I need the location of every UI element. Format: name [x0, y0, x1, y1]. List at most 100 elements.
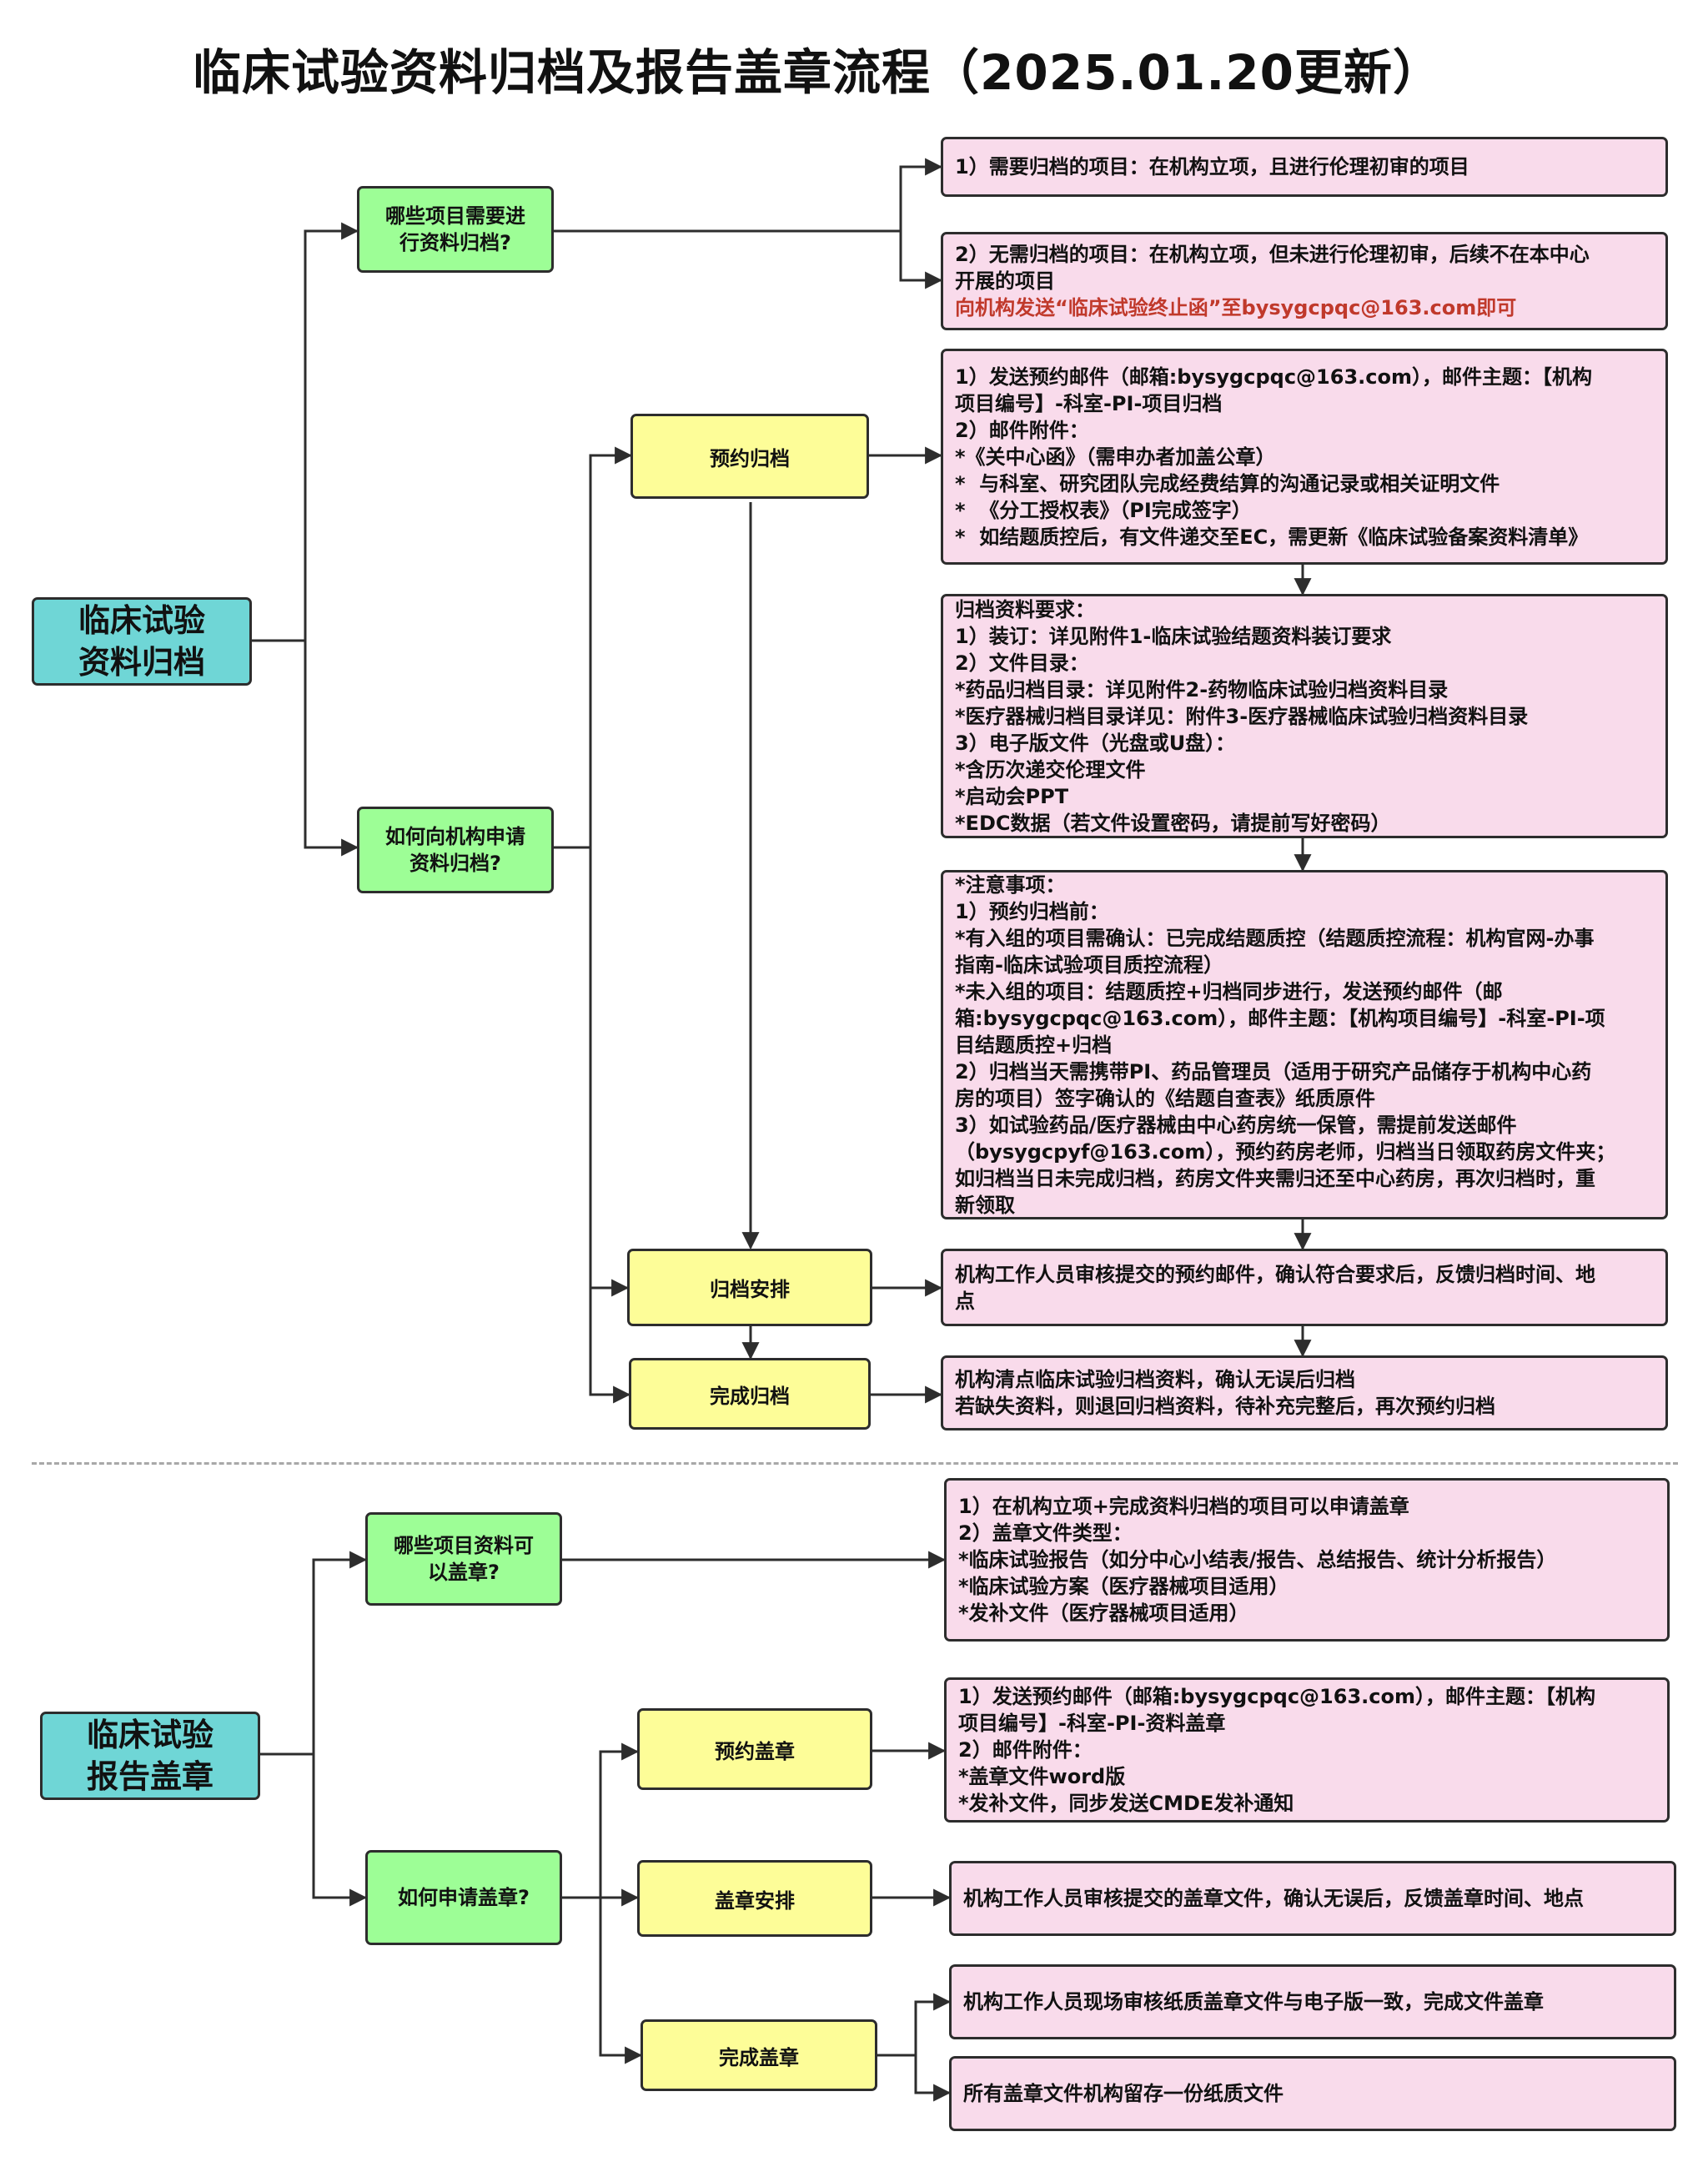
- info-line: *发补文件（医疗器械项目适用）: [958, 1601, 1249, 1625]
- connector-root-q2: [304, 641, 359, 857]
- info-line: 1）在机构立项+完成资料归档的项目可以申请盖章: [958, 1495, 1409, 1518]
- connector-q1-info2: [899, 231, 943, 289]
- info-line: 2）文件目录：: [955, 651, 1089, 675]
- info-line: 1）发送预约邮件（邮箱:bysygcpqc@163.com），邮件主题：【机构: [958, 1685, 1595, 1708]
- connector-seal-q2-step3: [599, 1898, 643, 2064]
- seal-root-line: 报告盖章: [86, 1758, 214, 1795]
- archive-which-projects-node: 哪些项目需要进行资料归档?: [357, 186, 554, 273]
- info-line: *含历次递交伦理文件: [955, 757, 1146, 782]
- node-line: 如何向机构申请: [385, 825, 525, 848]
- info-line: 3）电子版文件（光盘或U盘）：: [955, 731, 1236, 755]
- seal-eligibility-info: 1）在机构立项+完成资料归档的项目可以申请盖章 2）盖章文件类型： *临床试验报…: [944, 1478, 1670, 1642]
- seal-retain-copy-info: 所有盖章文件机构留存一份纸质文件: [949, 2056, 1676, 2131]
- info-line: （bysygcpyf@163.com），预约药房老师，归档当日领取药房文件夹；: [955, 1139, 1616, 1164]
- info-line: *药品归档目录：详见附件2-药物临床试验归档资料目录: [955, 677, 1449, 701]
- termination-letter-note: 向机构发送“临床试验终止函”至bysygcpqc@163.com即可: [955, 296, 1517, 319]
- step-label: 预约盖章: [715, 1739, 795, 1763]
- info-line: *盖章文件word版: [958, 1765, 1126, 1788]
- seal-step-complete: 完成盖章: [640, 2019, 877, 2091]
- info-line: 项目编号】-科室-PI-项目归档: [955, 391, 1223, 415]
- connector-seal-q2-step1: [562, 1742, 640, 1899]
- info-line: 点: [955, 1289, 975, 1313]
- info-line: *临床试验方案（医疗器械项目适用）: [958, 1575, 1289, 1598]
- connector-q1-info1: [554, 158, 943, 233]
- info-line: 机构清点临床试验归档资料，确认无误后归档: [955, 1368, 1355, 1391]
- archive-requirements-info: 归档资料要求： 1）装订：详见附件1-临床试验结题资料装订要求 2）文件目录： …: [941, 594, 1668, 838]
- info-line: 1）预约归档前：: [955, 899, 1109, 923]
- info-line: 1）装订：详见附件1-临床试验结题资料装订要求: [955, 624, 1392, 648]
- archive-reserve-email-info: 1）发送预约邮件（邮箱:bysygcpqc@163.com），邮件主题：【机构 …: [941, 349, 1668, 565]
- node-line: 如何申请盖章?: [398, 1886, 530, 1909]
- archive-notes-info: *注意事项： 1）预约归档前： *有入组的项目需确认：已完成结题质控（结题质控流…: [941, 870, 1668, 1219]
- node-line: 资料归档?: [409, 852, 501, 875]
- seal-step-reserve: 预约盖章: [637, 1708, 872, 1790]
- node-line: 行资料归档?: [399, 231, 511, 254]
- connector-seal-root-q1: [260, 1551, 368, 1756]
- info-line: * 与科室、研究团队完成经费结算的沟通记录或相关证明文件: [955, 471, 1500, 495]
- node-line: 哪些项目需要进: [385, 204, 525, 228]
- info-line: 开展的项目: [955, 269, 1055, 293]
- info-line: 机构工作人员审核提交的盖章文件，确认无误后，反馈盖章时间、地点: [963, 1887, 1584, 1910]
- page-title: 临床试验资料归档及报告盖章流程（2025.01.20更新）: [193, 44, 1442, 101]
- info-line: 2）盖章文件类型：: [958, 1521, 1133, 1545]
- info-line: 房的项目）签字确认的《结题自查表》纸质原件: [955, 1086, 1375, 1110]
- node-line: 哪些项目资料可: [394, 1534, 534, 1557]
- info-line: 归档资料要求：: [955, 597, 1095, 621]
- step-label: 预约归档: [710, 446, 790, 470]
- info-line: *未入组的项目：结题质控+归档同步进行，发送预约邮件（邮: [955, 979, 1503, 1003]
- connector-q2-step2: [589, 847, 630, 1297]
- seal-complete-info: 机构工作人员现场审核纸质盖章文件与电子版一致，完成文件盖章: [949, 1964, 1676, 2039]
- info-line: *有入组的项目需确认：已完成结题质控（结题质控流程：机构官网-办事: [955, 926, 1595, 950]
- info-line: * 《分工授权表》（PI完成签字）: [955, 498, 1252, 522]
- archive-step-reserve: 预约归档: [630, 414, 869, 499]
- archive-root-node: 临床试验资料归档: [32, 597, 252, 686]
- archive-step-complete: 完成归档: [629, 1358, 871, 1430]
- info-line: 1）需要归档的项目：在机构立项，且进行伦理初审的项目: [955, 155, 1469, 178]
- archive-how-to-apply-node: 如何向机构申请资料归档?: [357, 807, 554, 893]
- archive-arrange-info: 机构工作人员审核提交的预约邮件，确认符合要求后，反馈归档时间、地 点: [941, 1249, 1668, 1326]
- info-line: *《关中心函》（需申办者加盖公章）: [955, 445, 1276, 469]
- seal-arrange-info: 机构工作人员审核提交的盖章文件，确认无误后，反馈盖章时间、地点: [949, 1861, 1676, 1936]
- archive-step-arrange: 归档安排: [627, 1249, 872, 1326]
- info-line: 指南-临床试验项目质控流程）: [955, 953, 1223, 977]
- node-line: 以盖章?: [428, 1561, 500, 1584]
- info-line: *启动会PPT: [955, 784, 1069, 808]
- info-line: * 如结题质控后，有文件递交至EC，需更新《临床试验备案资料清单》: [955, 525, 1589, 549]
- info-line: 项目编号】-科室-PI-资料盖章: [958, 1712, 1226, 1735]
- archive-need-archive-info: 1）需要归档的项目：在机构立项，且进行伦理初审的项目: [941, 137, 1668, 197]
- seal-which-projects-node: 哪些项目资料可以盖章?: [365, 1512, 562, 1606]
- info-line: 2）归档当天需携带PI、药品管理员（适用于研究产品储存于机构中心药: [955, 1059, 1592, 1084]
- info-line: 新领取: [955, 1193, 1015, 1217]
- step-label: 归档安排: [710, 1278, 790, 1301]
- info-line: 所有盖章文件机构留存一份纸质文件: [963, 2082, 1284, 2105]
- info-line: 箱:bysygcpqc@163.com），邮件主题：【机构项目编号】-科室-PI…: [955, 1006, 1605, 1030]
- info-line: 若缺失资料，则退回归档资料，待补充完整后，再次预约归档: [955, 1395, 1495, 1418]
- info-line: 机构工作人员现场审核纸质盖章文件与电子版一致，完成文件盖章: [963, 1990, 1544, 2014]
- info-line: 3）如试验药品/医疗器械由中心药房统一保管，需提前发送邮件: [955, 1113, 1517, 1137]
- info-line: *临床试验报告（如分中心小结表/报告、总结报告、统计分析报告）: [958, 1548, 1557, 1571]
- seal-root-node: 临床试验报告盖章: [40, 1712, 260, 1800]
- archive-complete-info: 机构清点临床试验归档资料，确认无误后归档 若缺失资料，则退回归档资料，待补充完整…: [941, 1355, 1668, 1430]
- info-line: *医疗器械归档目录详见：附件3-医疗器械临床试验归档资料目录: [955, 704, 1529, 728]
- info-line: *发补文件，同步发送CMDE发补通知: [958, 1792, 1294, 1815]
- section-divider: [32, 1462, 1678, 1465]
- info-line: *注意事项：: [955, 872, 1066, 897]
- info-line: 目结题质控+归档: [955, 1033, 1113, 1057]
- info-line: 如归档当日未完成归档，药房文件夹需归还至中心药房，再次归档时，重: [955, 1166, 1595, 1190]
- connector-q2-step1: [554, 446, 633, 849]
- info-line: *EDC数据（若文件设置密码，请提前写好密码）: [955, 811, 1391, 835]
- seal-reserve-email-info: 1）发送预约邮件（邮箱:bysygcpqc@163.com），邮件主题：【机构 …: [944, 1677, 1670, 1823]
- info-line: 2）邮件附件：: [958, 1738, 1093, 1762]
- seal-root-line: 临床试验: [86, 1717, 214, 1753]
- seal-step-arrange: 盖章安排: [637, 1860, 872, 1937]
- connector-seal-root-q2: [312, 1754, 368, 1907]
- archive-root-line: 临床试验: [78, 602, 205, 639]
- connector-seal-step3-info1: [877, 1993, 952, 2057]
- step-label: 完成归档: [710, 1384, 790, 1408]
- connector-q2-step3: [589, 1288, 631, 1404]
- info-line: 2）无需归档的项目：在机构立项，但未进行伦理初审，后续不在本中心: [955, 243, 1590, 266]
- seal-how-to-apply-node: 如何申请盖章?: [365, 1850, 562, 1945]
- info-line: 1）发送预约邮件（邮箱:bysygcpqc@163.com），邮件主题：【机构: [955, 365, 1592, 389]
- step-label: 盖章安排: [715, 1888, 795, 1913]
